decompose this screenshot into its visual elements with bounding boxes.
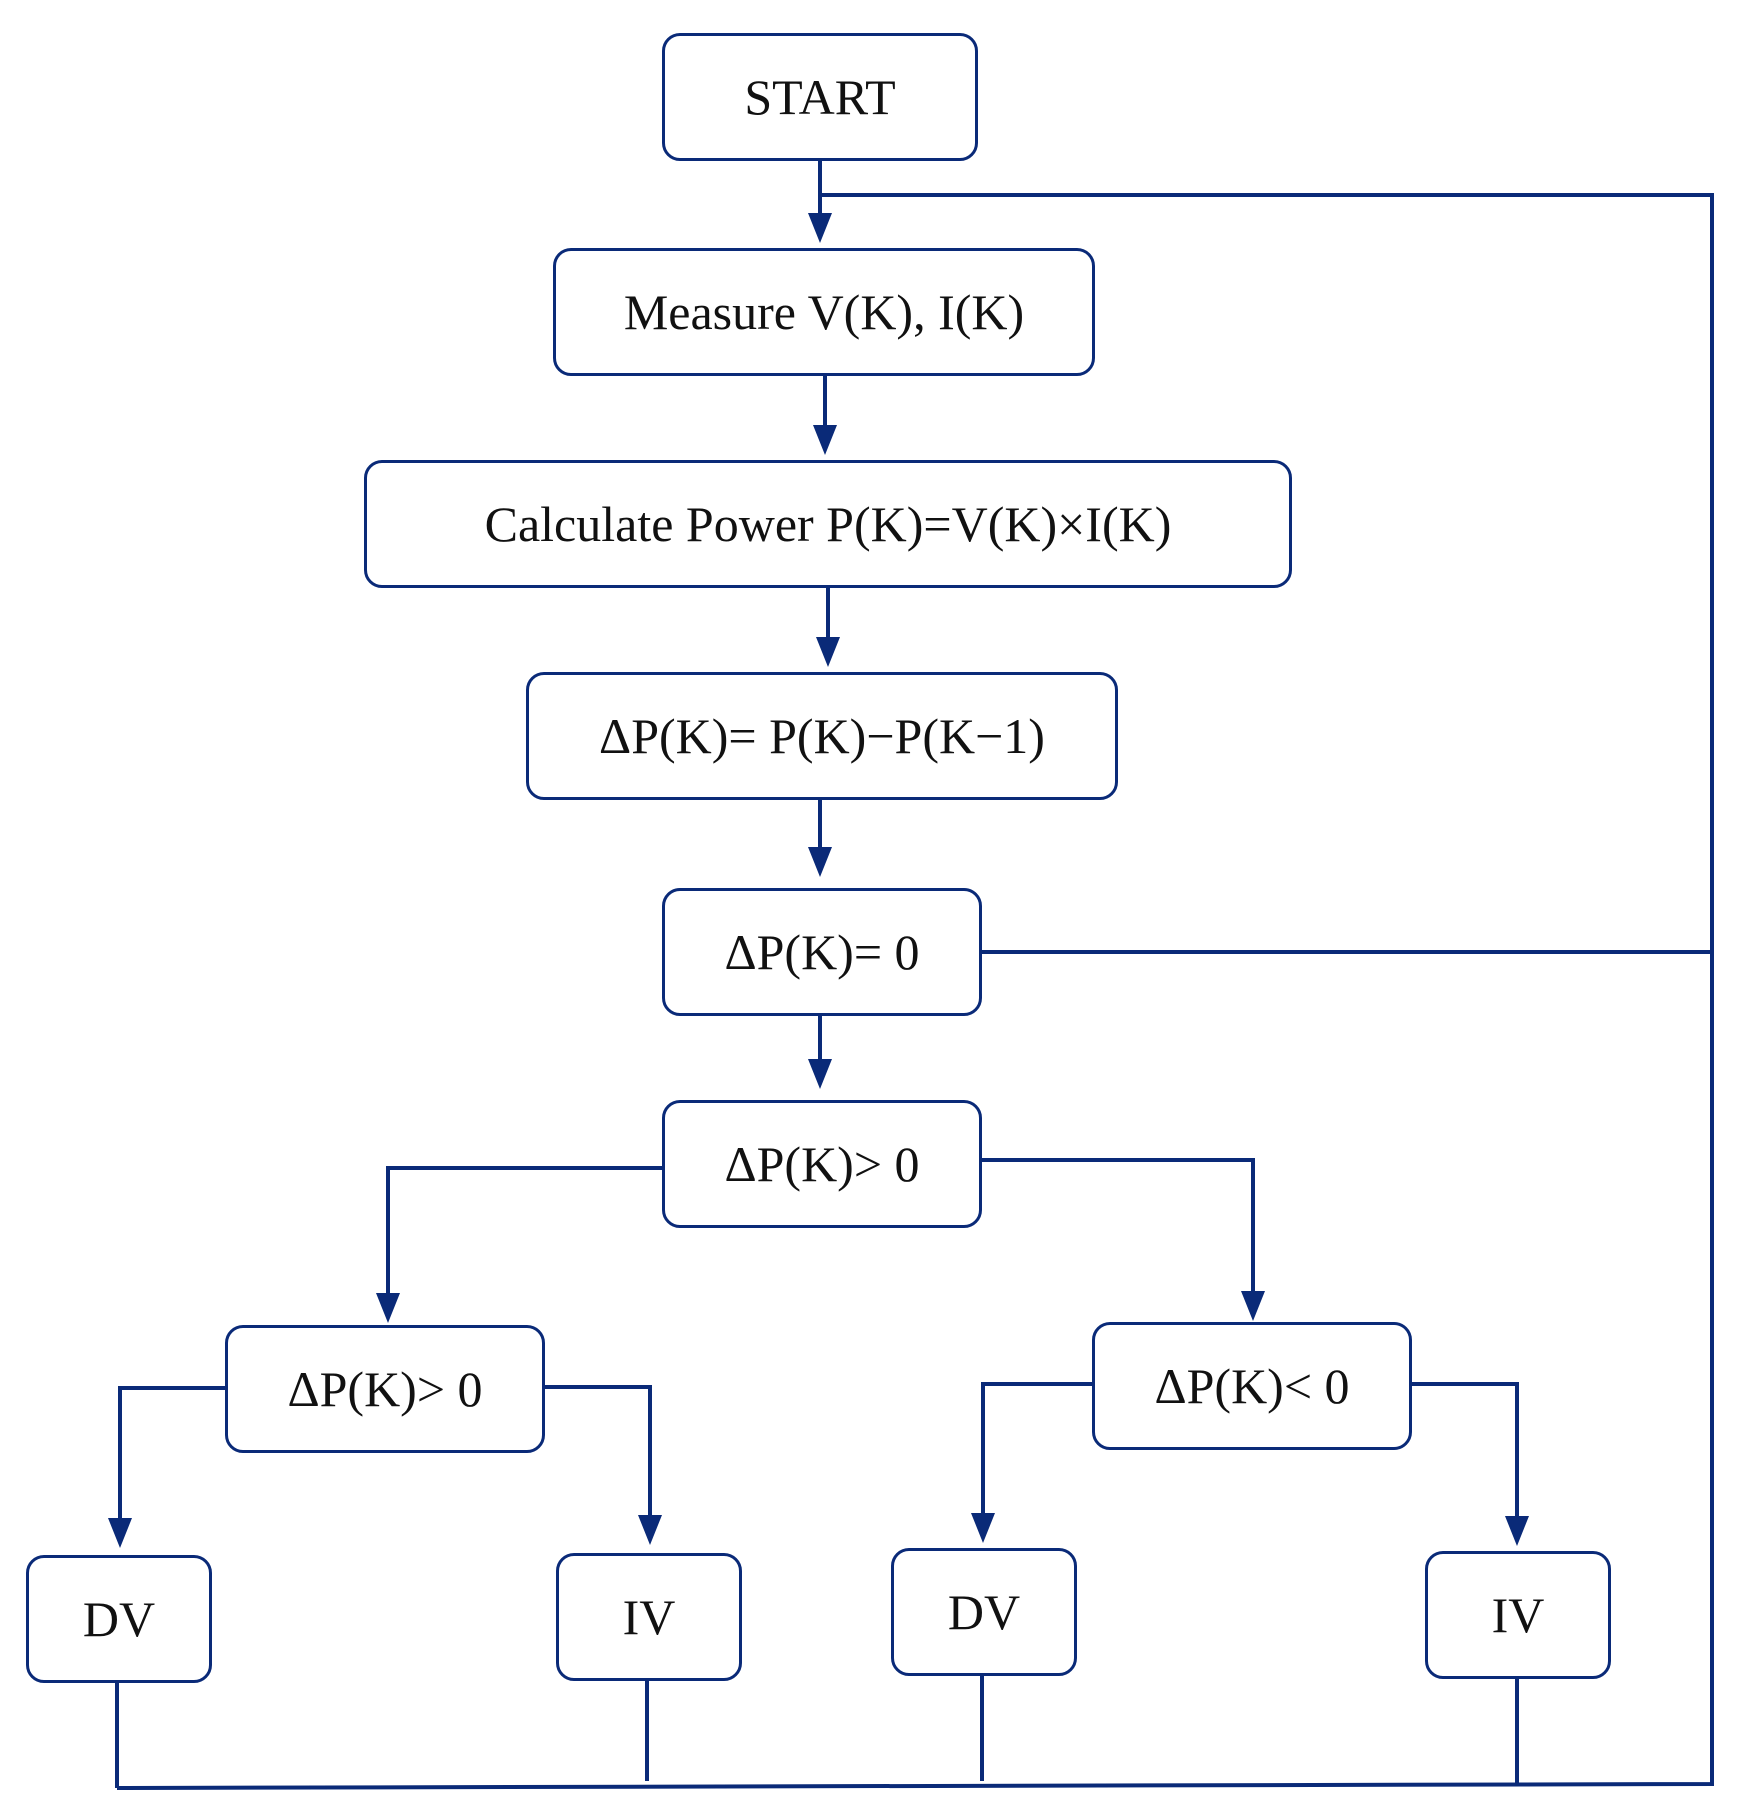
measure-node: Measure V(K), I(K) (553, 248, 1095, 376)
arrowhead-iv2 (1505, 1516, 1529, 1546)
check-zero-node: ΔP(K)= 0 (662, 888, 982, 1016)
connector-positive-to-right (980, 1158, 1255, 1293)
connector-bottom-return (116, 952, 1714, 1790)
arrowhead-dv2 (971, 1513, 995, 1543)
connector-right-to-iv2 (1412, 1382, 1519, 1518)
check-positive-left-label: ΔP(K)> 0 (287, 1361, 483, 1417)
connector-right-to-dv2 (981, 1382, 1092, 1515)
arrowhead-measure (808, 213, 832, 243)
calculate-label: Calculate Power P(K)=V(K)×I(K) (484, 496, 1172, 552)
iv-label-1: IV (622, 1589, 676, 1645)
connector-left-to-iv1 (545, 1385, 652, 1517)
arrowhead-delta (816, 637, 840, 667)
connector-zero-loopback (820, 193, 1714, 954)
delta-label: ΔP(K)= P(K)−P(K−1) (599, 708, 1045, 764)
check-negative-right-label: ΔP(K)< 0 (1154, 1358, 1350, 1414)
connector-positive-to-left (386, 1166, 662, 1295)
dv-node-2: DV (891, 1548, 1077, 1676)
dv-label-1: DV (82, 1591, 156, 1647)
arrowhead-iv1 (638, 1515, 662, 1545)
check-positive-node: ΔP(K)> 0 (662, 1100, 982, 1228)
start-node: START (662, 33, 978, 161)
check-positive-left-node: ΔP(K)> 0 (225, 1325, 545, 1453)
measure-label: Measure V(K), I(K) (623, 284, 1025, 340)
iv-node-1: IV (556, 1553, 742, 1681)
check-negative-right-node: ΔP(K)< 0 (1092, 1322, 1412, 1450)
connector-left-to-dv1 (118, 1386, 225, 1520)
iv-node-2: IV (1425, 1551, 1611, 1679)
calculate-node: Calculate Power P(K)=V(K)×I(K) (364, 460, 1292, 588)
iv-label-2: IV (1491, 1587, 1545, 1643)
delta-node: ΔP(K)= P(K)−P(K−1) (526, 672, 1118, 800)
check-zero-label: ΔP(K)= 0 (724, 924, 920, 980)
dv-node-1: DV (26, 1555, 212, 1683)
arrowhead-dv1 (108, 1518, 132, 1548)
dv-label-2: DV (947, 1584, 1021, 1640)
arrowhead-left-decision (376, 1293, 400, 1323)
arrowhead-positive (808, 1059, 832, 1089)
check-positive-label: ΔP(K)> 0 (724, 1136, 920, 1192)
arrowhead-right-decision (1241, 1291, 1265, 1321)
arrowhead-zero (808, 847, 832, 877)
start-label: START (744, 69, 896, 125)
arrowhead-calculate (813, 425, 837, 455)
